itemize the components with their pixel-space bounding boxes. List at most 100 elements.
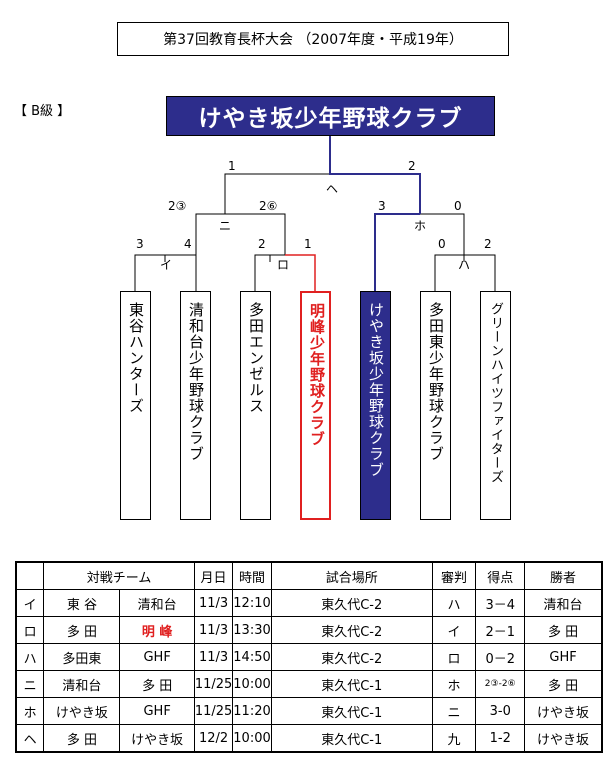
time-cell: 10:00: [232, 670, 272, 698]
team1-cell: 多田東: [43, 643, 121, 671]
match-label-i: イ: [160, 258, 173, 272]
team-box: 多田東少年野球クラブ: [420, 291, 451, 520]
score-cell: 2③-2⑥: [475, 670, 526, 698]
team1-cell: 多 田: [43, 724, 121, 753]
header-cell: 得点: [475, 561, 526, 590]
score-ho-left: 3: [378, 199, 386, 213]
time-cell: 12:10: [232, 589, 272, 617]
match-label-he: ヘ: [326, 182, 339, 196]
winner-cell: 多 田: [524, 670, 603, 698]
match-label-ro: ロ: [277, 258, 290, 272]
umpire-cell: ハ: [431, 589, 477, 617]
score-ho-right: 0: [454, 199, 462, 213]
header-cell: 試合場所: [270, 561, 433, 590]
team-box: 清和台少年野球クラブ: [180, 291, 211, 520]
place-cell: 東久代C-2: [270, 589, 433, 617]
team-name: けやき坂少年野球クラブ: [367, 302, 385, 478]
champion-banner: けやき坂少年野球クラブ: [166, 96, 495, 136]
umpire-cell: 九: [431, 724, 477, 753]
date-cell: 11/25: [193, 697, 234, 725]
match-id: ロ: [15, 616, 45, 644]
time-cell: 13:30: [232, 616, 272, 644]
score-ro-right: 1: [304, 237, 312, 251]
team-box: 多田エンゼルス: [240, 291, 271, 520]
score-cell: 0－2: [475, 643, 526, 671]
score-ha-left: 0: [438, 237, 446, 251]
winner-cell: けやき坂: [524, 724, 603, 753]
umpire-cell: ニ: [431, 697, 477, 725]
score-ro-left: 2: [258, 237, 266, 251]
header-cell: 勝者: [524, 561, 603, 590]
score-ha-right: 2: [484, 237, 492, 251]
date-cell: 11/25: [193, 670, 234, 698]
team2-cell: GHF: [119, 697, 195, 725]
team-box: 東谷ハンターズ: [120, 291, 151, 520]
team2-cell: けやき坂: [119, 724, 195, 753]
time-cell: 11:20: [232, 697, 272, 725]
table-header-row: 対戦チーム 月日 時間 試合場所 審判 得点 勝者: [15, 561, 603, 590]
bracket-lines: [134, 136, 496, 291]
team2-cell: 清和台: [119, 589, 195, 617]
umpire-cell: ホ: [431, 670, 477, 698]
score-i-right: 4: [184, 237, 192, 251]
score-i-left: 3: [136, 237, 144, 251]
table-row: ロ 多 田 明 峰 11/3 13:30 東久代C-2 イ 2－1 多 田: [15, 616, 603, 644]
table-row: ヘ 多 田 けやき坂 12/2 10:00 東久代C-1 九 1-2 けやき坂: [15, 724, 603, 753]
winner-cell: GHF: [524, 643, 603, 671]
table-row: イ 東 谷 清和台 11/3 12:10 東久代C-2 ハ 3－4 清和台: [15, 589, 603, 617]
team-name: 清和台少年野球クラブ: [187, 302, 205, 462]
table-row: ハ 多田東 GHF 11/3 14:50 東久代C-2 ロ 0－2 GHF: [15, 643, 603, 671]
date-cell: 12/2: [193, 724, 234, 753]
header-cell: 対戦チーム: [43, 561, 195, 590]
place-cell: 東久代C-1: [270, 670, 433, 698]
header-cell: 審判: [431, 561, 477, 590]
team-box-highlight: 明峰少年野球クラブ: [300, 291, 331, 520]
team1-cell: 清和台: [43, 670, 121, 698]
match-label-ho: ホ: [414, 219, 427, 233]
score-ni-left: 2③: [168, 199, 187, 213]
place-cell: 東久代C-1: [270, 697, 433, 725]
score-cell: 3-0: [475, 697, 526, 725]
schedule-table: 対戦チーム 月日 時間 試合場所 審判 得点 勝者 イ 東 谷 清和台 11/3…: [15, 561, 603, 753]
team-box: グリーンハイツファイターズ: [480, 291, 511, 520]
match-id: ホ: [15, 697, 45, 725]
match-label-ni: ニ: [219, 219, 232, 233]
time-cell: 10:00: [232, 724, 272, 753]
team2-cell: GHF: [119, 643, 195, 671]
match-id: イ: [15, 589, 45, 617]
tournament-title: 第37回教育長杯大会 （2007年度・平成19年）: [117, 22, 509, 56]
team1-cell: けやき坂: [43, 697, 121, 725]
time-cell: 14:50: [232, 643, 272, 671]
team1-cell: 東 谷: [43, 589, 121, 617]
team-name: 東谷ハンターズ: [127, 302, 145, 414]
table-row: ホ けやき坂 GHF 11/25 11:20 東久代C-1 ニ 3-0 けやき坂: [15, 697, 603, 725]
date-cell: 11/3: [193, 616, 234, 644]
score-he-left: 1: [228, 159, 236, 173]
header-cell: [15, 561, 45, 590]
score-he-right: 2: [408, 159, 416, 173]
match-id: ニ: [15, 670, 45, 698]
date-cell: 11/3: [193, 643, 234, 671]
match-id: ヘ: [15, 724, 45, 753]
header-cell: 時間: [232, 561, 272, 590]
team1-cell: 多 田: [43, 616, 121, 644]
match-id: ハ: [15, 643, 45, 671]
place-cell: 東久代C-2: [270, 643, 433, 671]
place-cell: 東久代C-2: [270, 616, 433, 644]
team-name: 多田エンゼルス: [247, 302, 265, 414]
score-cell: 1-2: [475, 724, 526, 753]
winner-cell: けやき坂: [524, 697, 603, 725]
score-cell: 2－1: [475, 616, 526, 644]
match-label-ha: ハ: [458, 258, 471, 272]
table-row: ニ 清和台 多 田 11/25 10:00 東久代C-1 ホ 2③-2⑥ 多 田: [15, 670, 603, 698]
team-name: 明峰少年野球クラブ: [308, 303, 326, 447]
team-name: 多田東少年野球クラブ: [427, 302, 445, 462]
winner-cell: 多 田: [524, 616, 603, 644]
team-name: グリーンハイツファイターズ: [488, 302, 503, 484]
team-box-champion: けやき坂少年野球クラブ: [360, 291, 391, 520]
date-cell: 11/3: [193, 589, 234, 617]
score-cell: 3－4: [475, 589, 526, 617]
header-cell: 月日: [193, 561, 234, 590]
umpire-cell: ロ: [431, 643, 477, 671]
team2-cell: 多 田: [119, 670, 195, 698]
